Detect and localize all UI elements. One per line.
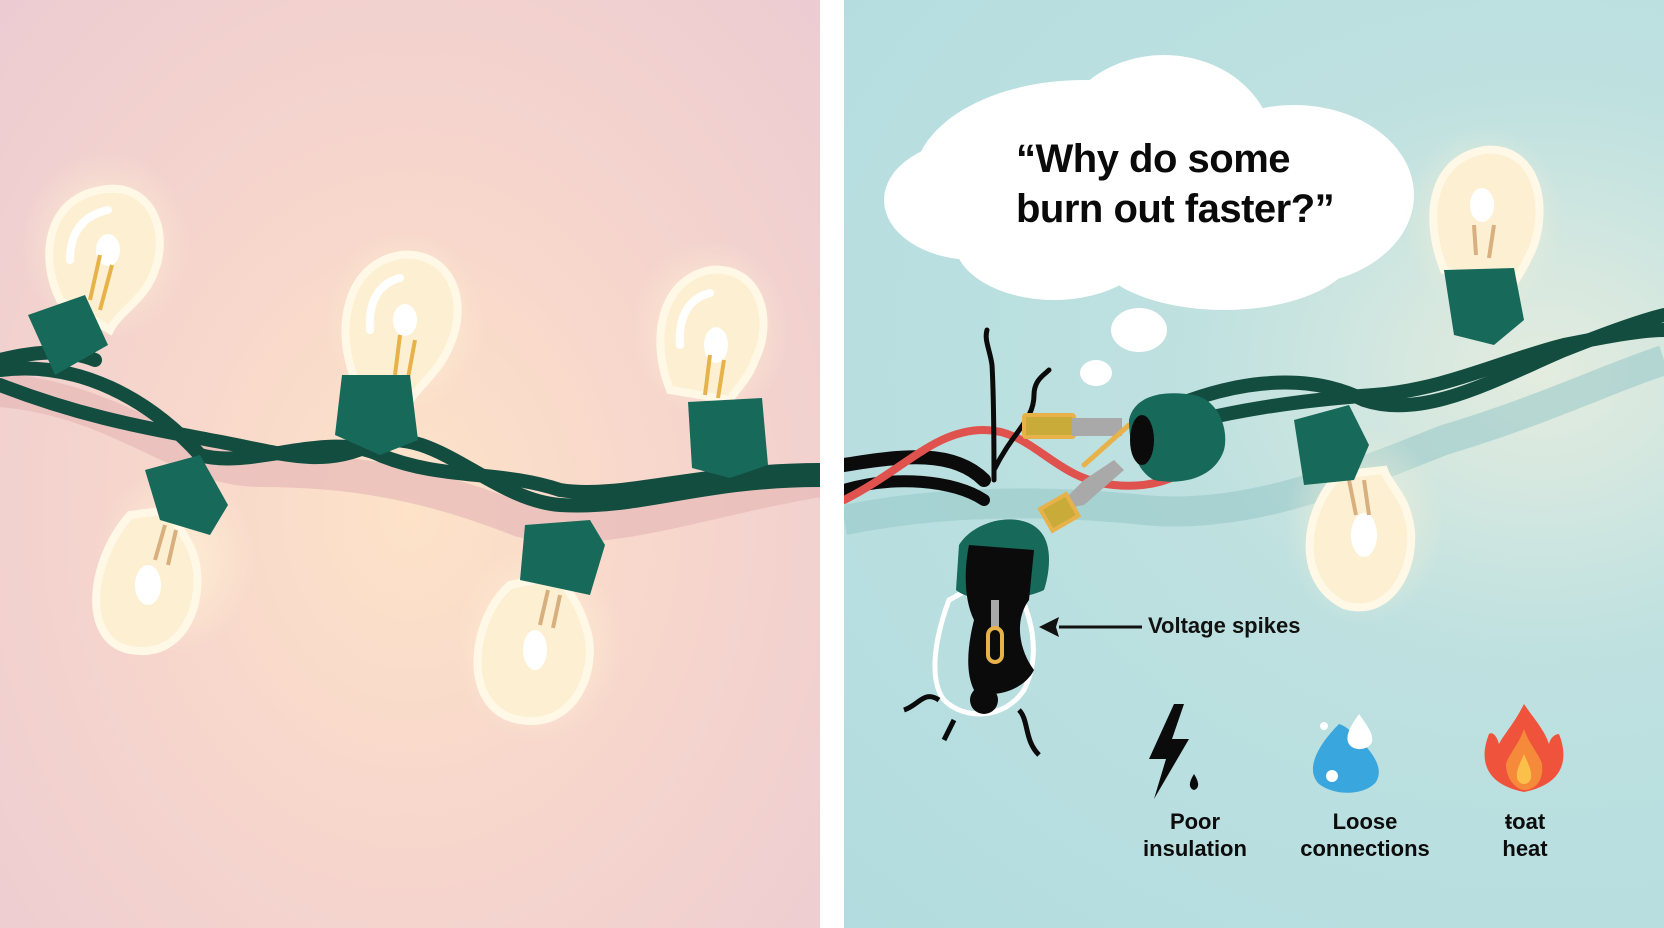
bulb-5 bbox=[455, 520, 625, 745]
flame-icon bbox=[1484, 704, 1564, 792]
thought-line-2: burn out faster?” bbox=[1016, 187, 1335, 231]
panel-divider bbox=[820, 0, 844, 928]
bulb-1 bbox=[20, 150, 190, 375]
left-panel-healthy-lights bbox=[0, 0, 820, 928]
causes-list: Poor insulation Loose connections ŧoat h… bbox=[1120, 700, 1590, 880]
thought-bubble-text: “Why do some burn out faster?” bbox=[1016, 134, 1396, 234]
pointer-arrow-icon bbox=[1039, 617, 1142, 637]
damaged-string-lights-illustration bbox=[844, 55, 1664, 799]
broken-bulb bbox=[903, 519, 1049, 757]
voltage-spikes-label: Voltage spikes bbox=[1148, 613, 1301, 638]
cause-label: ŧoat heat bbox=[1502, 809, 1548, 861]
thought-bubble bbox=[884, 55, 1414, 386]
bulb-right-top bbox=[1404, 125, 1564, 345]
bulb-2 bbox=[92, 455, 255, 656]
healthy-string-lights-illustration bbox=[0, 150, 820, 745]
cause-label: Poor insulation bbox=[1143, 809, 1247, 861]
bulb-3 bbox=[325, 230, 485, 455]
water-drop-icon bbox=[1312, 714, 1379, 793]
bulb-right-bottom bbox=[1284, 405, 1444, 625]
right-panel-damaged-lights bbox=[844, 0, 1664, 928]
bulb-4 bbox=[630, 240, 790, 478]
loose-socket bbox=[1022, 393, 1226, 534]
lightning-drop-icon bbox=[1149, 704, 1199, 799]
cause-label: Loose connections bbox=[1300, 809, 1430, 861]
thought-line-1: “Why do some bbox=[1016, 137, 1291, 181]
